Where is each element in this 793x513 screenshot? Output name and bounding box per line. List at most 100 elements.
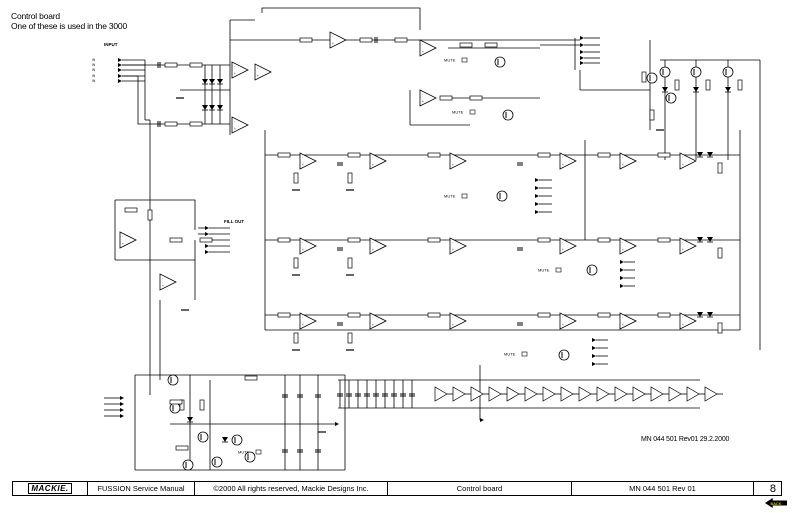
opamp-symbol	[679, 152, 697, 170]
mute-connector	[461, 193, 468, 199]
resistor-symbol	[244, 375, 258, 381]
input-label: INPUT	[104, 42, 118, 47]
footer-copyright: ©2000 All rights reserved, Mackie Design…	[195, 482, 388, 495]
buffer-symbol	[686, 386, 700, 402]
connector-arrow	[118, 68, 122, 72]
pin-label: +	[257, 74, 259, 78]
pin-label: -	[562, 315, 563, 319]
pin-label: +	[622, 163, 624, 167]
transistor-symbol	[646, 72, 658, 84]
resistor-symbol	[347, 237, 361, 243]
pin-label: -	[234, 119, 235, 123]
connector-arrow	[592, 338, 596, 342]
connector-arrow	[118, 79, 122, 83]
diode-symbol	[217, 79, 223, 84]
transistor-symbol	[690, 66, 702, 78]
pin-label: +	[452, 323, 454, 327]
resistor-symbol	[147, 209, 153, 221]
resistor-symbol	[293, 172, 299, 184]
transistor-symbol	[659, 66, 671, 78]
wire	[122, 75, 230, 125]
transistor-symbol	[665, 92, 677, 104]
connector-arrow	[592, 362, 596, 366]
diode-symbol	[209, 79, 215, 84]
connector-arrow	[620, 260, 624, 264]
opamp-symbol	[559, 312, 577, 330]
mackie-logo: MACKIE.	[28, 483, 72, 494]
connector-arrow	[580, 36, 584, 40]
resistor-symbol	[299, 37, 313, 43]
resistor-symbol	[175, 445, 189, 451]
resistor-symbol	[347, 172, 353, 184]
resistor-symbol	[537, 312, 551, 318]
pin-label: +	[422, 50, 424, 54]
connector-arrow	[480, 418, 484, 422]
buffer-symbol	[524, 386, 538, 402]
opamp-symbol	[231, 116, 249, 134]
back-button[interactable]: BACK	[765, 498, 787, 508]
wire	[115, 199, 196, 230]
buffer-symbol	[470, 386, 484, 402]
connector-arrow	[620, 276, 624, 280]
opamp-symbol	[299, 237, 317, 255]
resistor-symbol	[674, 79, 680, 91]
opamp-symbol	[254, 63, 272, 81]
resistor-symbol	[347, 257, 353, 269]
pin-label: -	[682, 155, 683, 159]
diode-symbol	[697, 312, 703, 317]
pin-label: +	[372, 323, 374, 327]
mute-connector	[255, 449, 262, 455]
mute-label: MUTE	[452, 110, 464, 115]
diode-symbol	[202, 105, 208, 110]
connector-arrow	[580, 61, 584, 65]
resistor-symbol	[199, 399, 205, 411]
resistor-symbol	[649, 109, 655, 121]
footer-manual-title: FUSSION Service Manual	[88, 482, 195, 495]
buffer-symbol	[614, 386, 628, 402]
buffer-symbol	[434, 386, 448, 402]
pin-label: -	[122, 234, 123, 238]
pin-label: -	[452, 155, 453, 159]
mute-connector	[469, 109, 476, 115]
resistor-symbol	[459, 42, 473, 48]
document-reference: MN 044 501 Rev01 29.2.2000	[641, 436, 730, 443]
opamp-symbol	[449, 152, 467, 170]
mute-connector	[521, 351, 528, 357]
mute-label: MUTE	[538, 268, 550, 273]
component-label: IN	[92, 79, 96, 83]
diode-symbol	[707, 152, 713, 157]
connector-arrow	[335, 422, 339, 426]
page-title: Control board One of these is used in th…	[11, 11, 127, 31]
buffer-symbol	[596, 386, 610, 402]
component-label: IN	[92, 58, 96, 62]
pin-label: -	[302, 315, 303, 319]
resistor-symbol	[705, 79, 711, 91]
pin-label: -	[562, 155, 563, 159]
pin-label: +	[372, 163, 374, 167]
pin-label: -	[422, 92, 423, 96]
transistor-symbol	[197, 431, 209, 443]
connector-arrow	[580, 56, 584, 60]
footer-section-name: Control board	[388, 482, 572, 495]
transistor-symbol	[722, 66, 734, 78]
opamp-symbol	[369, 152, 387, 170]
fill-out-label: FILL OUT	[224, 219, 244, 224]
opamp-symbol	[559, 237, 577, 255]
pin-label: -	[372, 155, 373, 159]
resistor-symbol	[394, 37, 408, 43]
buffer-symbol	[668, 386, 682, 402]
pin-label: -	[422, 42, 423, 46]
transistor-symbol	[494, 56, 506, 68]
pin-label: +	[372, 248, 374, 252]
resistor-symbol	[347, 152, 361, 158]
mute-label: MUTE	[444, 58, 456, 63]
opamp-symbol	[329, 31, 347, 49]
resistor-symbol	[427, 312, 441, 318]
pin-label: -	[452, 240, 453, 244]
pin-label: -	[682, 240, 683, 244]
resistor-symbol	[537, 152, 551, 158]
schematic-wires	[104, 7, 761, 471]
pin-label: +	[302, 323, 304, 327]
pin-label: -	[562, 240, 563, 244]
